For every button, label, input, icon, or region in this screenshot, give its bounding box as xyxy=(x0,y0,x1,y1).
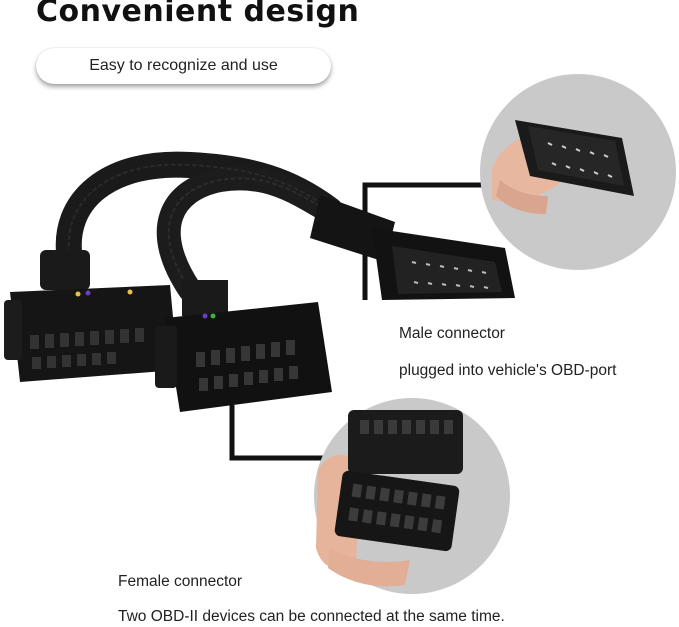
cable-boot xyxy=(310,195,395,262)
male-connector-zoom-photo xyxy=(480,74,676,270)
female-connector-label: Female connector xyxy=(118,573,243,590)
female-callout-line xyxy=(229,405,345,461)
male-connector-label: Male connector xyxy=(399,325,505,342)
y-splitter-cable xyxy=(55,151,347,302)
tagline-badge: Easy to recognize and use xyxy=(36,48,331,84)
male-connector-description: plugged into vehicle's OBD-port xyxy=(399,362,617,379)
male-callout-line xyxy=(362,182,500,300)
female-connector-description: Two OBD-II devices can be connected at t… xyxy=(118,608,505,625)
female-connector-front xyxy=(155,280,332,412)
female-connector-rear xyxy=(4,250,178,382)
male-connector xyxy=(372,228,515,300)
female-connector-zoom-photo xyxy=(314,398,510,594)
tagline-text: Easy to recognize and use xyxy=(89,57,278,74)
page-title: Convenient design xyxy=(36,0,360,29)
